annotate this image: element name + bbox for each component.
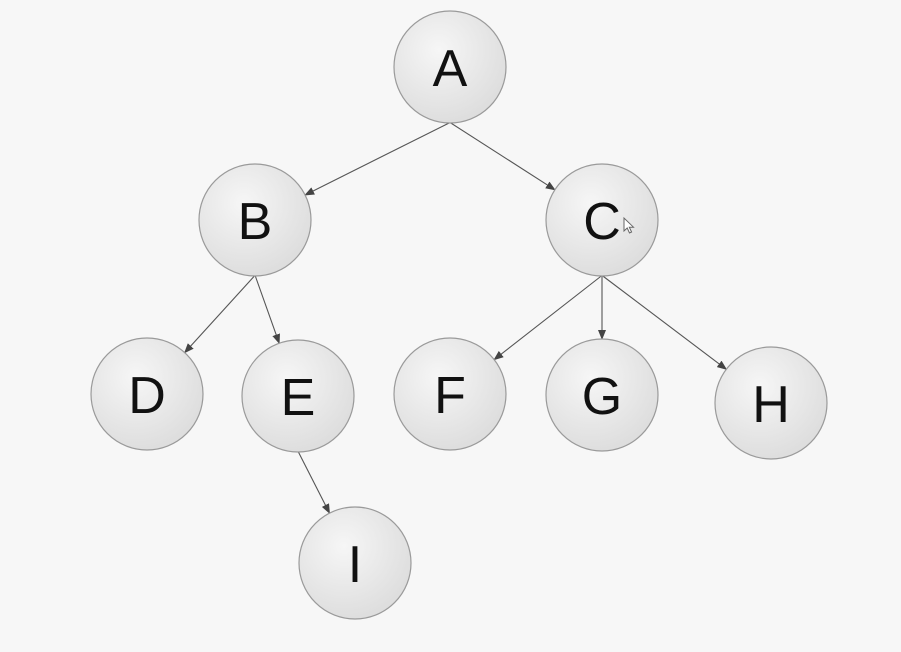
edge-B-D: [184, 275, 255, 354]
node-circle: [241, 339, 355, 453]
node-circle: [198, 163, 312, 277]
node-label: G: [582, 368, 622, 426]
node-label: I: [348, 536, 362, 594]
edge-A-B: [304, 122, 450, 196]
node-circle: [393, 337, 507, 451]
node-A: A: [393, 10, 507, 124]
node-C: C: [545, 163, 659, 277]
node-H: H: [714, 346, 828, 460]
edges-layer: [184, 122, 728, 514]
node-circle: [545, 163, 659, 277]
edge-A-C: [450, 122, 556, 191]
node-circle: [714, 346, 828, 460]
node-circle: [90, 337, 204, 451]
edge-C-F: [493, 275, 602, 361]
node-label: H: [752, 376, 790, 434]
node-B: B: [198, 163, 312, 277]
node-circle: [393, 10, 507, 124]
edge-C-H: [602, 275, 728, 370]
node-label: E: [281, 369, 316, 427]
nodes-layer: A B C D E F G H I: [90, 10, 828, 620]
node-F: F: [393, 337, 507, 451]
edge-E-I: [297, 451, 330, 514]
node-circle: [298, 506, 412, 620]
node-D: D: [90, 337, 204, 451]
node-label: F: [434, 367, 466, 425]
node-E: E: [241, 339, 355, 453]
node-label: B: [238, 193, 273, 251]
mouse-pointer-icon: [623, 216, 635, 234]
node-label: A: [433, 40, 468, 98]
node-G: G: [545, 338, 659, 452]
edge-B-E: [254, 275, 280, 345]
node-label: D: [128, 367, 166, 425]
node-circle: [545, 338, 659, 452]
node-label: C: [583, 193, 621, 251]
node-I: I: [298, 506, 412, 620]
